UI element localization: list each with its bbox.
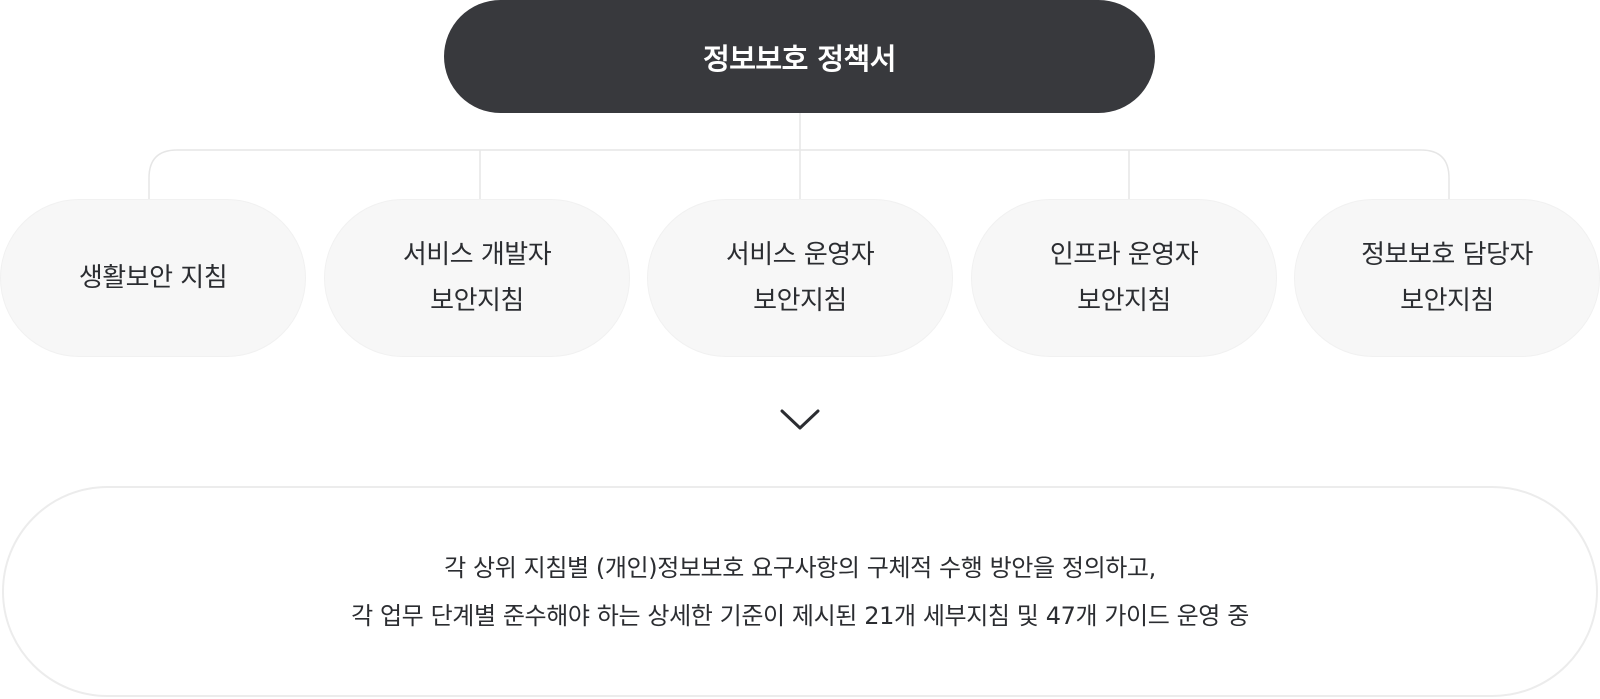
- child-node-life-security: 생활보안 지침: [0, 199, 306, 357]
- child-node-label-line1: 생활보안 지침: [78, 263, 228, 293]
- child-node-label-line1: 정보보호 담당자: [1361, 240, 1533, 270]
- chevron-down-icon: [780, 409, 820, 430]
- child-node-label-line1: 인프라 운영자: [1049, 240, 1199, 270]
- child-node-service-developer: 서비스 개발자 보안지침: [324, 199, 630, 357]
- child-node-infra-operator: 인프라 운영자 보안지침: [971, 199, 1277, 357]
- child-node-label-line2: 보안지침: [430, 286, 524, 316]
- child-node-label-line2: 보안지침: [753, 286, 847, 316]
- root-policy-label: 정보보호 정책서: [703, 41, 896, 76]
- summary-text-line1: 각 상위 지침별 (개인)정보보호 요구사항의 구체적 수행 방안을 정의하고,: [444, 553, 1156, 582]
- summary-text-line2: 각 업무 단계별 준수해야 하는 상세한 기준이 제시된 21개 세부지침 및 …: [351, 601, 1249, 630]
- child-node-service-operator: 서비스 운영자 보안지침: [647, 199, 953, 357]
- child-node-label-line1: 서비스 운영자: [725, 240, 875, 270]
- connector-horizontal-rail: [148, 149, 1450, 199]
- root-policy-node: 정보보호 정책서: [444, 0, 1155, 113]
- summary-box: 각 상위 지침별 (개인)정보보호 요구사항의 구체적 수행 방안을 정의하고,…: [2, 486, 1598, 697]
- child-node-label-line2: 보안지침: [1400, 286, 1494, 316]
- child-node-label-line1: 서비스 개발자: [402, 240, 552, 270]
- child-node-security-officer: 정보보호 담당자 보안지침: [1294, 199, 1600, 357]
- child-node-label-line2: 보안지침: [1077, 286, 1171, 316]
